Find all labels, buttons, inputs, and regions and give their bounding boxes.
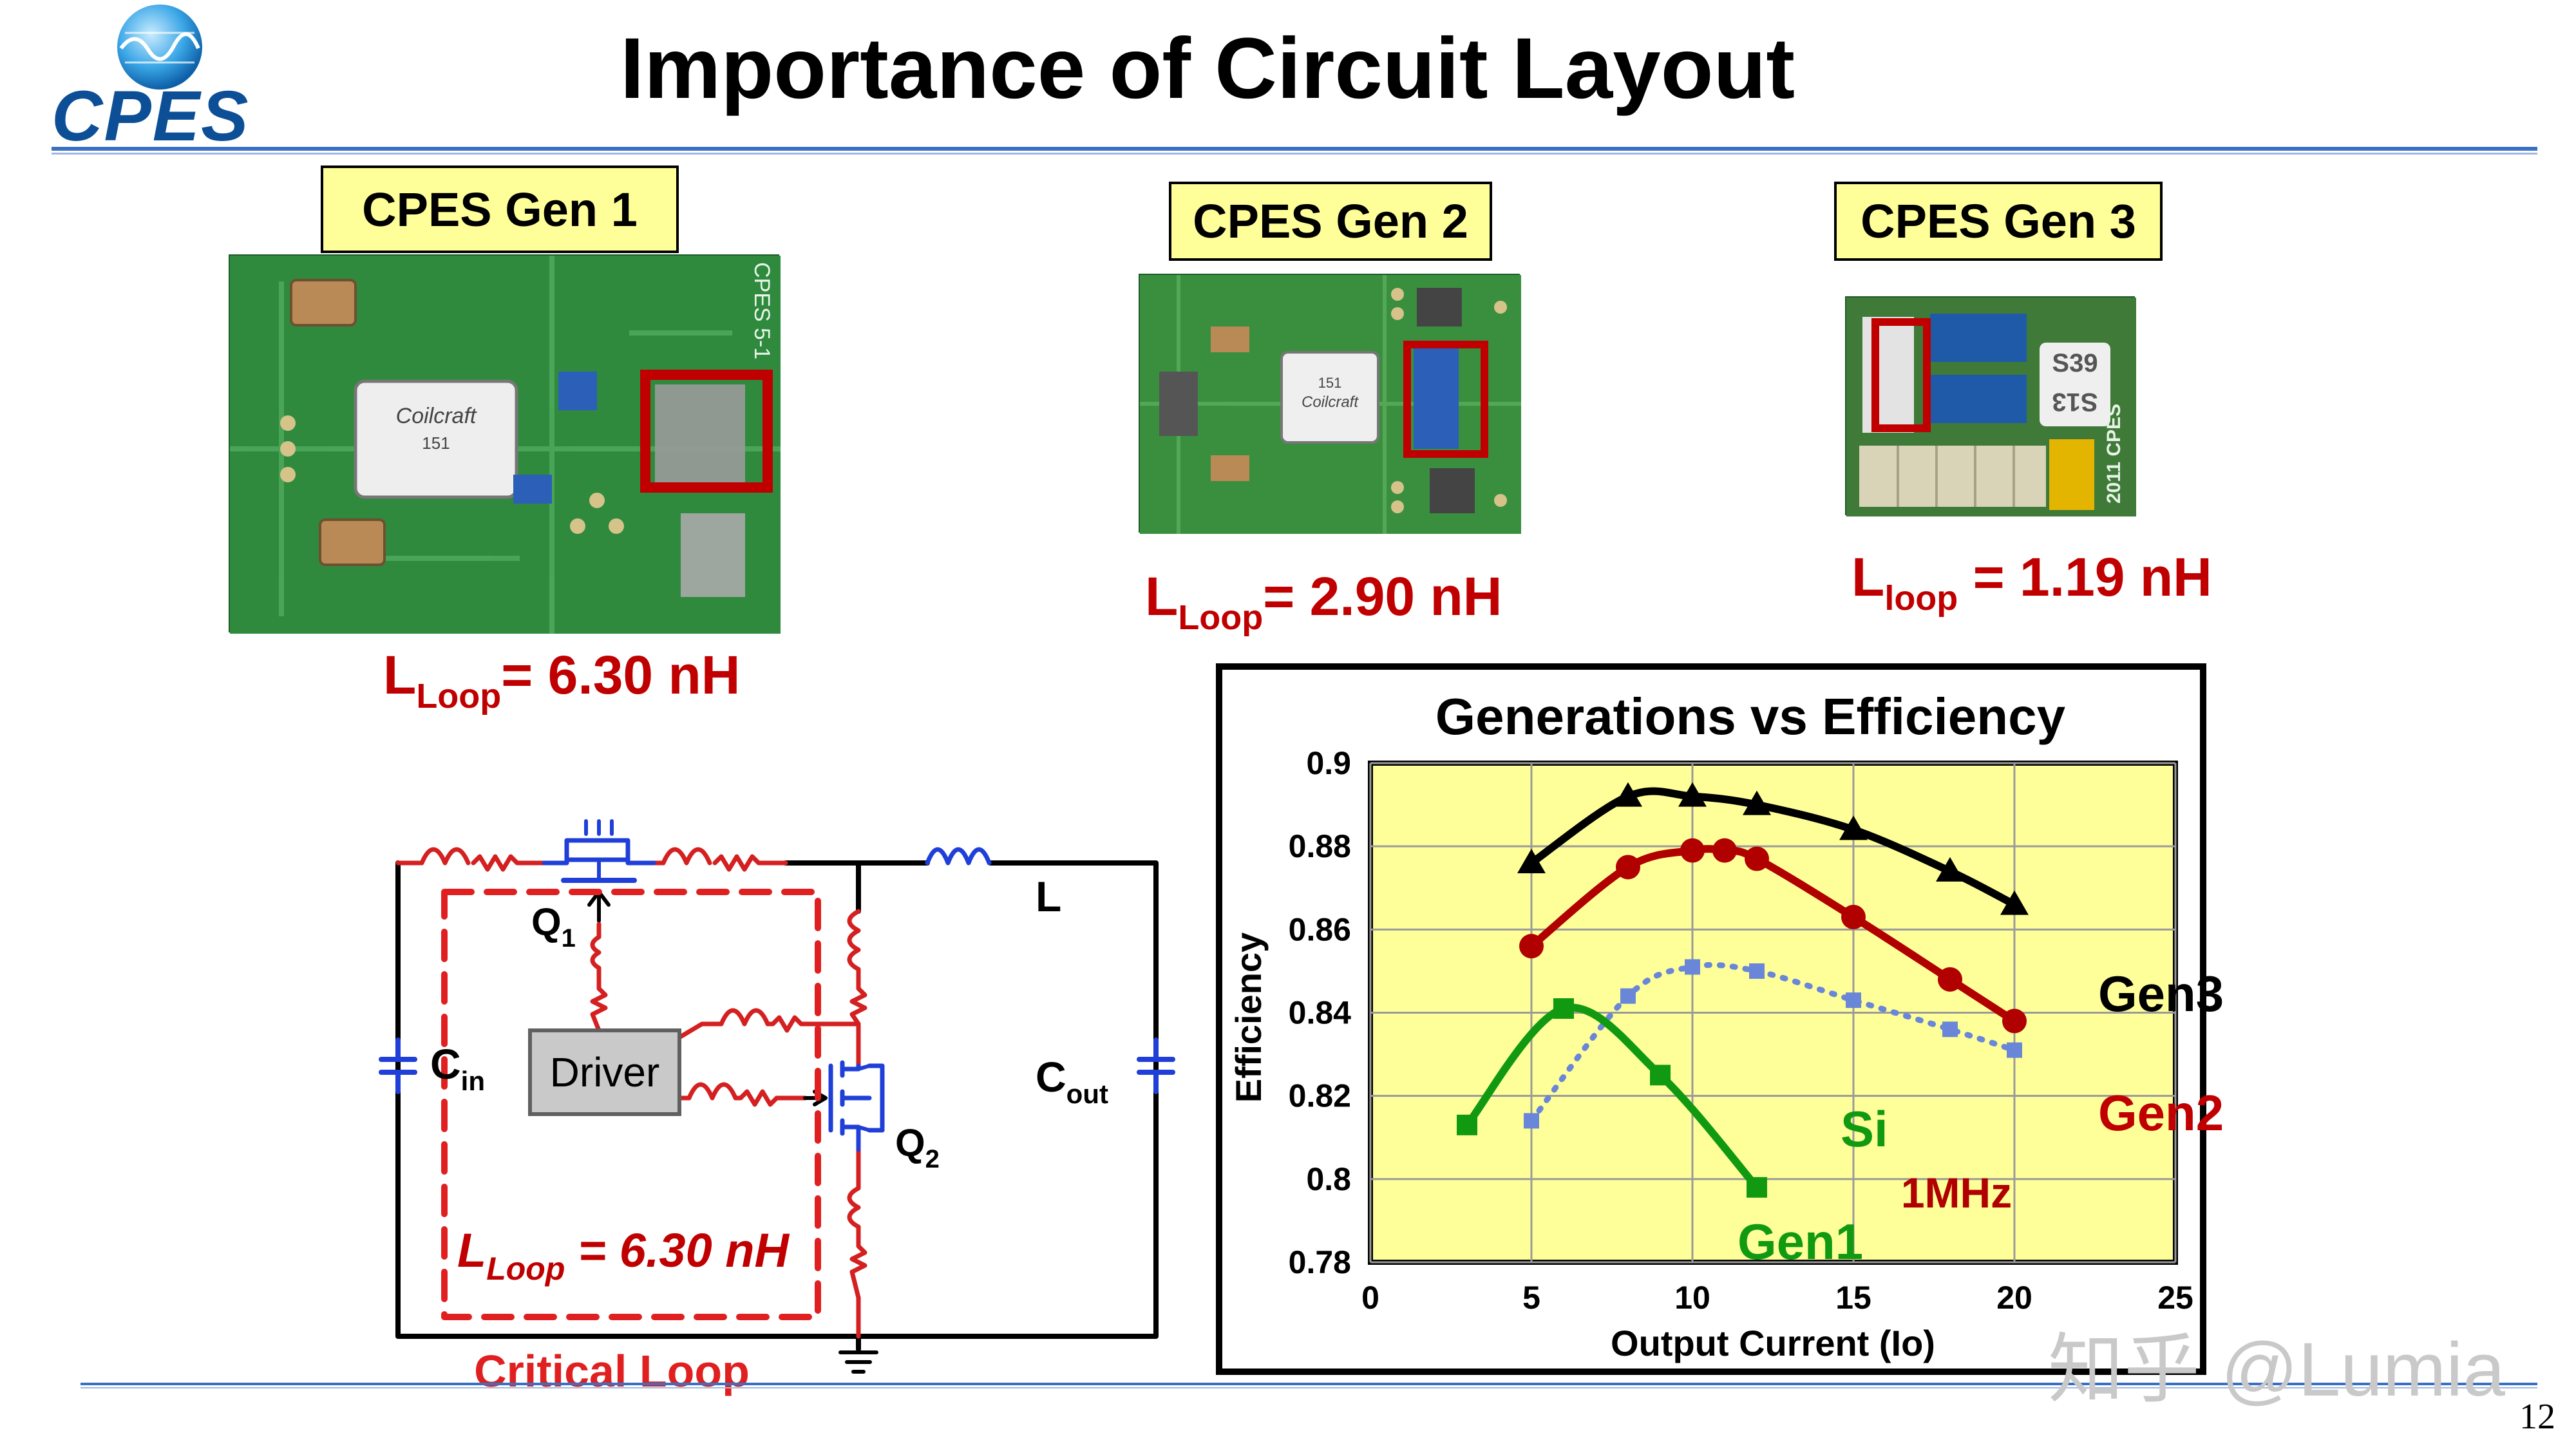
x-tick-label: 0 [1361, 1280, 1379, 1316]
x-tick-label: 5 [1522, 1280, 1540, 1316]
gen1-point [1650, 1065, 1671, 1086]
gen2-series-label: Gen2 [2098, 1084, 2224, 1141]
gen2-loop-highlight [1403, 341, 1488, 458]
x-tick-label: 10 [1674, 1280, 1710, 1316]
page-number: 12 [2519, 1397, 2555, 1437]
gen1-series-label: Gen1 [1738, 1213, 1863, 1270]
y-tick-label: 0.8 [1306, 1161, 1351, 1197]
gen1-point [1747, 1177, 1767, 1198]
cout-label: Cout [1036, 1053, 1108, 1109]
gen1-point [1553, 998, 1574, 1019]
efficiency-chart: Generations vs Efficiency 0 5 10 15 20 25 0.78… [1216, 663, 2224, 1375]
globe-icon [117, 5, 202, 90]
footer-rule [80, 1383, 2537, 1385]
gen2-point [1841, 904, 1866, 929]
gen2-inductor-text: Coilcraft [1302, 393, 1359, 411]
gen1-label: CPES Gen 1 [321, 166, 679, 253]
si-point [1524, 1113, 1539, 1129]
si-point [2007, 1042, 2022, 1058]
gen3-point [1614, 782, 1642, 807]
gen2-label: CPES Gen 2 [1169, 182, 1492, 261]
buck-circuit-schematic: Driver Q1 Q2 L Cin Cout LLoop = 6.30 nH … [361, 808, 1175, 1407]
y-tick-label: 0.82 [1289, 1078, 1351, 1114]
gen3-point [1936, 857, 1964, 882]
gen2-point [1680, 838, 1705, 863]
gen3-chip-b: S13 [2052, 388, 2098, 416]
gen2-inductor-code: 151 [1318, 375, 1342, 391]
y-tick-label: 0.78 [1289, 1244, 1351, 1280]
si-point [1620, 988, 1636, 1004]
gen2-point [2002, 1009, 2027, 1034]
gen2-point [1712, 838, 1737, 863]
loop-inductance-label: LLoop = 6.30 nH [457, 1224, 790, 1287]
gen2-point [1745, 846, 1769, 871]
gen1-series-line [1463, 1003, 1761, 1191]
gen2-lloop-value: LLoop= 2.90 nH [1145, 566, 1502, 637]
watermark: 知乎 @Lumia [2048, 1327, 2505, 1412]
si-point [1749, 963, 1765, 979]
cpes-logo: CPES [45, 3, 277, 156]
efficiency-chart-svg: Generations vs Efficiency 0 5 10 15 20 25 0.78… [1228, 688, 2224, 1363]
si-point [1942, 1021, 1958, 1037]
gen2-board-photo: 151 Coilcraft [1139, 274, 1521, 534]
gen1-board-text: CPES 5-1 [750, 262, 774, 359]
gen3-label: CPES Gen 3 [1834, 182, 2163, 261]
gen3-chip-a: S39 [2052, 349, 2098, 377]
cin-label: Cin [430, 1040, 485, 1096]
gen3-board-photo: S39 S13 2011 CPES [1845, 296, 2136, 516]
header-rule [52, 147, 2537, 151]
x-tick-label: 20 [1996, 1280, 2032, 1316]
q2-label: Q2 [895, 1121, 940, 1173]
y-tick-label: 0.86 [1289, 911, 1351, 947]
q1-label: Q1 [531, 900, 576, 952]
y-tick-label: 0.84 [1289, 995, 1352, 1031]
critical-loop-label: Critical Loop [474, 1346, 750, 1396]
chart-title: Generations vs Efficiency [1435, 688, 2066, 745]
critical-loop-box [441, 889, 821, 1320]
gen3-series-label: Gen3 [2098, 965, 2224, 1022]
gen3-point [1678, 782, 1707, 807]
y-tick-label: 0.9 [1306, 745, 1351, 781]
si-point [1846, 992, 1861, 1009]
gen3-board-text: 2011 CPES [2103, 404, 2125, 504]
gen1-loop-highlight [640, 370, 773, 493]
gen2-point [1616, 855, 1640, 880]
driver-label: Driver [550, 1049, 660, 1095]
gen1-lloop-value: LLoop= 6.30 nH [383, 645, 741, 715]
driver-block [528, 1028, 681, 1116]
gen3-point [1517, 849, 1546, 873]
y-tick-label: 0.88 [1289, 828, 1351, 864]
gen3-point [1743, 790, 1771, 815]
gen2-point [1938, 967, 1962, 992]
gen1-board-photo: Coilcraft 151 CPES 5-1 [229, 254, 781, 634]
frequency-annotation: 1MHz [1901, 1169, 2012, 1217]
inductor-label: L [1036, 873, 1061, 920]
x-axis-label: Output Current (Io) [1611, 1323, 1935, 1363]
si-point [1685, 959, 1700, 975]
gen3-lloop-value: Lloop = 1.19 nH [1852, 547, 2212, 618]
gen3-point [1839, 815, 1868, 840]
gen1-inductor-text: Coilcraft [396, 404, 477, 428]
gen3-point [2000, 890, 2029, 915]
footer-rule-light [80, 1387, 2537, 1388]
gen3-loop-highlight [1871, 318, 1931, 432]
gen1-point [1457, 1114, 1477, 1135]
header-rule-light [52, 153, 2537, 155]
gen2-point [1519, 934, 1544, 959]
x-tick-label: 25 [2157, 1280, 2193, 1316]
x-tick-label: 15 [1835, 1280, 1871, 1316]
si-series-label: Si [1841, 1101, 1888, 1157]
gen1-inductor-code: 151 [422, 433, 450, 453]
page-title: Importance of Circuit Layout [620, 21, 1795, 117]
logo-text: CPES [52, 77, 250, 156]
y-axis-label: Efficiency [1228, 933, 1269, 1103]
